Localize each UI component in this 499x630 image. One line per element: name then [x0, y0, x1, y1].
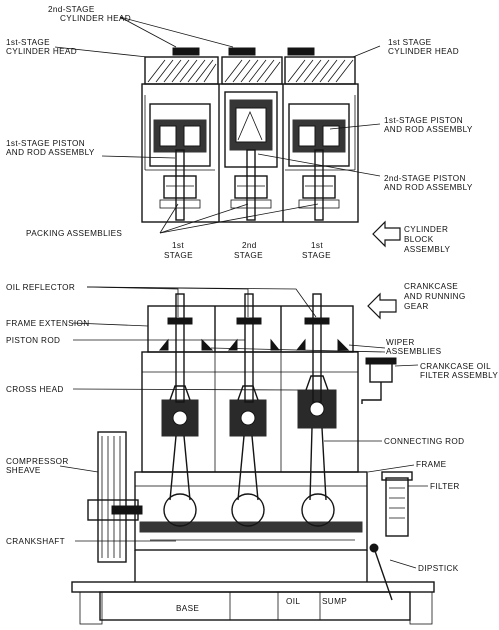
label-wiper-2: ASSEMBLIES [386, 347, 442, 356]
label-cylinder-block-2: BLOCK [404, 235, 434, 244]
crankcase-drawing [71, 293, 435, 625]
label-stage-1-left: STAGE [164, 251, 193, 260]
label-packing-assemblies: PACKING ASSEMBLIES [26, 229, 122, 238]
label-stage-1-left-num: 1st [172, 241, 184, 250]
label-2nd-stage-piston-2: AND ROD ASSEMBLY [384, 183, 473, 192]
label-wiper-1: WIPER [386, 338, 415, 347]
label-2nd-stage-head-2: CYLINDER HEAD [60, 14, 131, 23]
label-oil-reflector: OIL REFLECTOR [6, 283, 75, 292]
label-oil-filter-1: CRANKCASE OIL [420, 362, 491, 371]
label-oil: OIL [286, 597, 300, 606]
label-2nd-stage-piston-1: 2nd-STAGE PISTON [384, 174, 466, 183]
label-2nd-stage-head-1: 2nd-STAGE [48, 5, 95, 14]
label-1st-stage-piston-right-1: 1st-STAGE PISTON [384, 116, 463, 125]
label-dipstick: DIPSTICK [418, 564, 459, 573]
label-stage-1-right: STAGE [302, 251, 331, 260]
label-filter: FILTER [430, 482, 460, 491]
label-stage-2-num: 2nd [242, 241, 257, 250]
label-crankcase-2: AND RUNNING [404, 292, 466, 301]
cylinder-block-drawing [141, 47, 359, 223]
label-1st-stage-head-right-1: 1st STAGE [388, 38, 432, 47]
leader-lines [54, 16, 428, 569]
label-1st-stage-head-left-1: 1st-STAGE [6, 38, 50, 47]
label-sump: SUMP [322, 597, 347, 606]
label-stage-2: STAGE [234, 251, 263, 260]
label-piston-rod: PISTON ROD [6, 336, 60, 345]
label-compressor-sheave-2: SHEAVE [6, 466, 41, 475]
label-connecting-rod: CONNECTING ROD [384, 437, 464, 446]
label-1st-stage-piston-right-2: AND ROD ASSEMBLY [384, 125, 473, 134]
cylinder-block-arrow [372, 220, 401, 248]
label-cylinder-block-3: ASSEMBLY [404, 245, 451, 254]
labels: 2nd-STAGE CYLINDER HEAD 1st-STAGE CYLIND… [6, 5, 498, 613]
label-1st-stage-head-left-2: CYLINDER HEAD [6, 47, 77, 56]
label-1st-stage-piston-left-1: 1st-STAGE PISTON [6, 139, 85, 148]
label-cross-head: CROSS HEAD [6, 385, 64, 394]
label-base: BASE [176, 604, 199, 613]
label-cylinder-block-1: CYLINDER [404, 225, 448, 234]
label-frame: FRAME [416, 460, 447, 469]
label-stage-1-right-num: 1st [311, 241, 323, 250]
label-oil-filter-2: FILTER ASSEMBLY [420, 371, 498, 380]
label-crankcase-1: CRANKCASE [404, 282, 458, 291]
label-crankcase-3: GEAR [404, 302, 429, 311]
label-frame-extension: FRAME EXTENSION [6, 319, 90, 328]
label-compressor-sheave-1: COMPRESSOR [6, 457, 69, 466]
label-1st-stage-piston-left-2: AND ROD ASSEMBLY [6, 148, 95, 157]
label-crankshaft: CRANKSHAFT [6, 537, 65, 546]
label-1st-stage-head-right-2: CYLINDER HEAD [388, 47, 459, 56]
crankcase-arrow [367, 292, 397, 320]
